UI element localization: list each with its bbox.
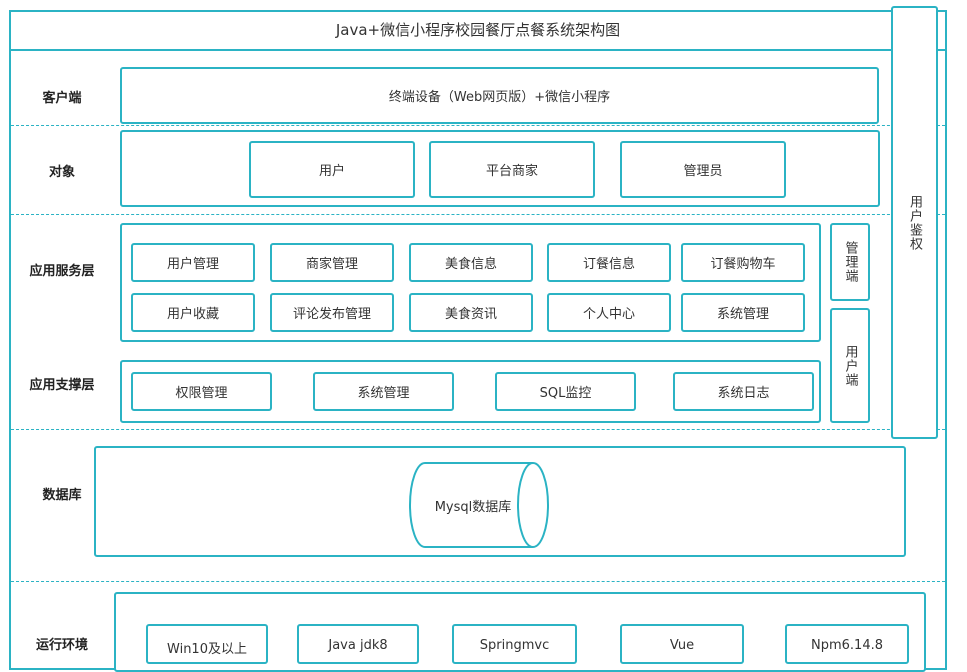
- service-item: 美食资讯: [409, 293, 533, 332]
- support-item: SQL监控: [495, 372, 636, 411]
- runtime-item: Npm6.14.8: [785, 624, 909, 664]
- layer-label-support: 应用支撑层: [29, 378, 95, 393]
- separator: [11, 429, 945, 430]
- separator: [11, 125, 945, 126]
- support-item: 系统日志: [673, 372, 814, 411]
- runtime-item: Win10及以上: [146, 624, 268, 664]
- layer-label-service: 应用服务层: [29, 264, 95, 279]
- auth-label: 用户鉴权: [907, 194, 922, 251]
- side-admin-box: 管理端: [830, 223, 870, 301]
- runtime-item: Java jdk8: [297, 624, 419, 664]
- runtime-item: Vue: [620, 624, 744, 664]
- service-item: 评论发布管理: [270, 293, 394, 332]
- service-item: 用户收藏: [131, 293, 255, 332]
- client-box: 终端设备（Web网页版）+微信小程序: [120, 67, 879, 124]
- service-item: 系统管理: [681, 293, 805, 332]
- database-label: Mysql数据库: [434, 499, 512, 515]
- service-item: 订餐信息: [547, 243, 671, 282]
- service-item: 商家管理: [270, 243, 394, 282]
- side-user-box: 用户端: [830, 308, 870, 423]
- object-user: 用户: [249, 141, 415, 198]
- object-admin: 管理员: [620, 141, 786, 198]
- service-item: 个人中心: [547, 293, 671, 332]
- layer-label-object: 对象: [48, 165, 75, 180]
- auth-box: 用户鉴权: [891, 6, 938, 439]
- layer-label-client: 客户端: [42, 91, 82, 106]
- support-item: 权限管理: [131, 372, 272, 411]
- service-item: 订餐购物车: [681, 243, 805, 282]
- layer-label-database: 数据库: [42, 488, 82, 503]
- separator: [11, 581, 945, 582]
- service-item: 用户管理: [131, 243, 255, 282]
- side-user-label: 用户端: [842, 344, 858, 387]
- side-admin-label: 管理端: [842, 241, 858, 283]
- database-cylinder: [409, 462, 549, 548]
- diagram-title: Java+微信小程序校园餐厅点餐系统架构图: [9, 10, 947, 51]
- layer-label-runtime: 运行环境: [35, 638, 88, 653]
- object-merchant: 平台商家: [429, 141, 595, 198]
- service-item: 美食信息: [409, 243, 533, 282]
- runtime-item: Springmvc: [452, 624, 577, 664]
- separator: [11, 214, 945, 215]
- support-item: 系统管理: [313, 372, 454, 411]
